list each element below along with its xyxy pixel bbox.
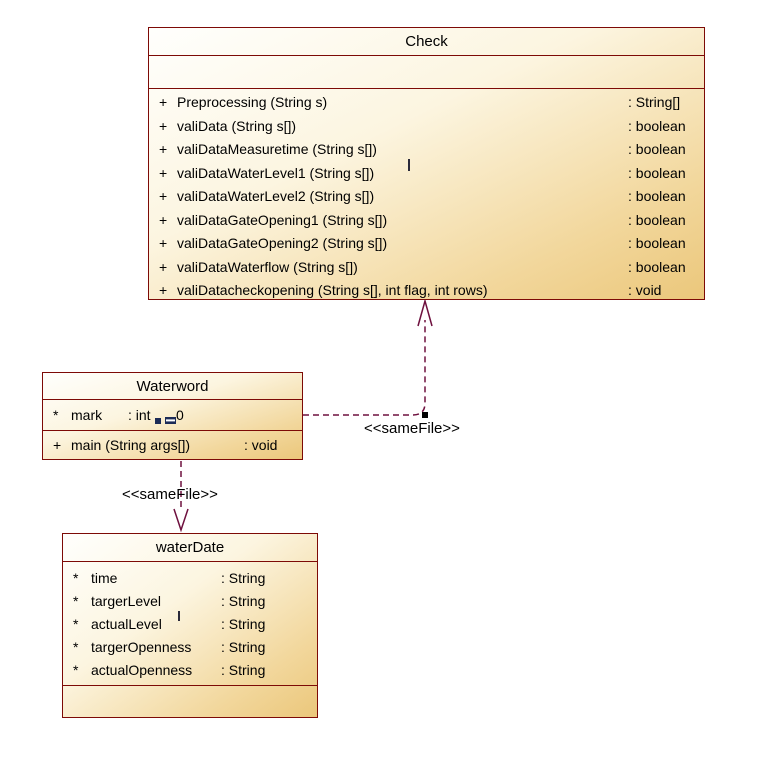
attribute-initial-value: 0 xyxy=(176,407,184,423)
method-row[interactable]: + Preprocessing (String s) : String[] xyxy=(149,91,704,115)
edge-bend-handle[interactable] xyxy=(422,412,428,418)
visibility-marker: + xyxy=(159,282,168,298)
method-signature: valiData (String s[]) xyxy=(177,117,297,134)
method-signature: main (String args[]) xyxy=(71,437,191,453)
attribute-type: : int xyxy=(128,407,151,423)
method-signature: valiDataWaterflow (String s[]) xyxy=(177,258,358,275)
class-waterdate-attributes: * time : String * targerLevel : String *… xyxy=(63,562,317,686)
attribute-name: actualOpenness xyxy=(91,662,193,678)
dependency-stereotype-label[interactable]: <<sameFile>> xyxy=(364,420,460,437)
visibility-marker: + xyxy=(53,437,62,453)
attribute-row[interactable]: * actualLevel : String xyxy=(63,613,317,636)
visibility-marker: * xyxy=(53,407,59,423)
class-check-methods: + Preprocessing (String s) : String[] + … xyxy=(149,89,704,303)
visibility-marker: * xyxy=(73,639,79,655)
visibility-marker: + xyxy=(159,235,168,251)
visibility-marker: + xyxy=(159,188,168,204)
visibility-marker: * xyxy=(73,616,79,632)
open-arrowhead-icon xyxy=(173,508,189,533)
method-row[interactable]: + valiDataWaterLevel1 (String s[]) : boo… xyxy=(149,162,704,186)
attribute-name: targerOpenness xyxy=(91,639,192,655)
method-signature: valiDatacheckopening (String s[], int fl… xyxy=(177,282,488,298)
method-return-type: : void xyxy=(628,282,662,298)
method-signature: valiDataGateOpening2 (String s[]) xyxy=(177,235,388,251)
method-signature: valiDataWaterLevel2 (String s[]) xyxy=(177,188,375,204)
method-row[interactable]: + valiDataGateOpening1 (String s[]) : bo… xyxy=(149,209,704,233)
attribute-name: time xyxy=(91,570,118,586)
class-waterword-title: Waterword xyxy=(43,373,302,400)
method-signature: Preprocessing (String s) xyxy=(177,94,328,110)
text-cursor-artifact xyxy=(178,611,180,621)
attribute-type: : String xyxy=(221,639,266,655)
method-return-type: : boolean xyxy=(628,235,686,251)
method-row[interactable]: + main (String args[]) : void xyxy=(43,431,302,460)
visibility-marker: + xyxy=(159,117,168,134)
method-row[interactable]: + valiDataGateOpening2 (String s[]) : bo… xyxy=(149,232,704,256)
attribute-row[interactable]: * time : String xyxy=(63,567,317,590)
attribute-name: actualLevel xyxy=(91,616,162,632)
visibility-marker: + xyxy=(159,141,168,157)
dependency-waterword-to-check xyxy=(303,298,433,418)
method-row[interactable]: + valiDataWaterLevel2 (String s[]) : boo… xyxy=(149,185,704,209)
attribute-name: mark xyxy=(71,407,103,423)
class-waterdate-title: waterDate xyxy=(63,534,317,562)
class-waterword[interactable]: Waterword * mark : int 0 + main (String … xyxy=(42,372,303,460)
attribute-row[interactable]: * actualOpenness : String xyxy=(63,659,317,682)
class-check[interactable]: Check + Preprocessing (String s) : Strin… xyxy=(148,27,705,300)
open-arrowhead-icon xyxy=(417,298,433,327)
visibility-marker: + xyxy=(159,94,168,110)
attribute-type: : String xyxy=(221,570,266,586)
attribute-row[interactable]: * targerOpenness : String xyxy=(63,636,317,659)
visibility-marker: * xyxy=(73,662,79,678)
attribute-type: : String xyxy=(221,662,266,678)
method-return-type: : boolean xyxy=(628,188,686,204)
class-waterdate[interactable]: waterDate * time : String * targerLevel … xyxy=(62,533,318,718)
dependency-line xyxy=(303,320,426,416)
initial-value-icon xyxy=(155,412,177,428)
method-signature: valiDataMeasuretime (String s[]) xyxy=(177,141,377,157)
method-row[interactable]: + valiDatacheckopening (String s[], int … xyxy=(149,279,704,303)
class-check-title: Check xyxy=(149,28,704,56)
visibility-marker: + xyxy=(159,211,168,228)
attribute-type: : String xyxy=(221,593,266,609)
method-row[interactable]: + valiDataMeasuretime (String s[]) : boo… xyxy=(149,138,704,162)
method-return-type: : boolean xyxy=(628,211,686,228)
visibility-marker: * xyxy=(73,593,79,609)
method-return-type: : boolean xyxy=(628,164,686,181)
class-check-attributes-empty xyxy=(149,56,704,89)
method-signature: valiDataWaterLevel1 (String s[]) xyxy=(177,164,375,181)
visibility-marker: * xyxy=(73,570,79,586)
method-return-type: : boolean xyxy=(628,258,686,275)
method-signature: valiDataGateOpening1 (String s[]) xyxy=(177,211,388,228)
method-row[interactable]: + valiData (String s[]) : boolean xyxy=(149,115,704,139)
method-row[interactable]: + valiDataWaterflow (String s[]) : boole… xyxy=(149,256,704,280)
attribute-name: targerLevel xyxy=(91,593,162,609)
text-cursor-artifact xyxy=(408,159,410,171)
class-waterdate-methods-empty xyxy=(63,686,317,718)
dependency-stereotype-label[interactable]: <<sameFile>> xyxy=(122,486,218,503)
attribute-row[interactable]: * mark : int 0 xyxy=(43,400,302,431)
method-return-type: : String[] xyxy=(628,94,681,110)
visibility-marker: + xyxy=(159,258,168,275)
method-return-type: : void xyxy=(244,437,278,453)
method-return-type: : boolean xyxy=(628,141,686,157)
method-return-type: : boolean xyxy=(628,117,686,134)
attribute-type: : String xyxy=(221,616,266,632)
visibility-marker: + xyxy=(159,164,168,181)
attribute-row[interactable]: * targerLevel : String xyxy=(63,590,317,613)
